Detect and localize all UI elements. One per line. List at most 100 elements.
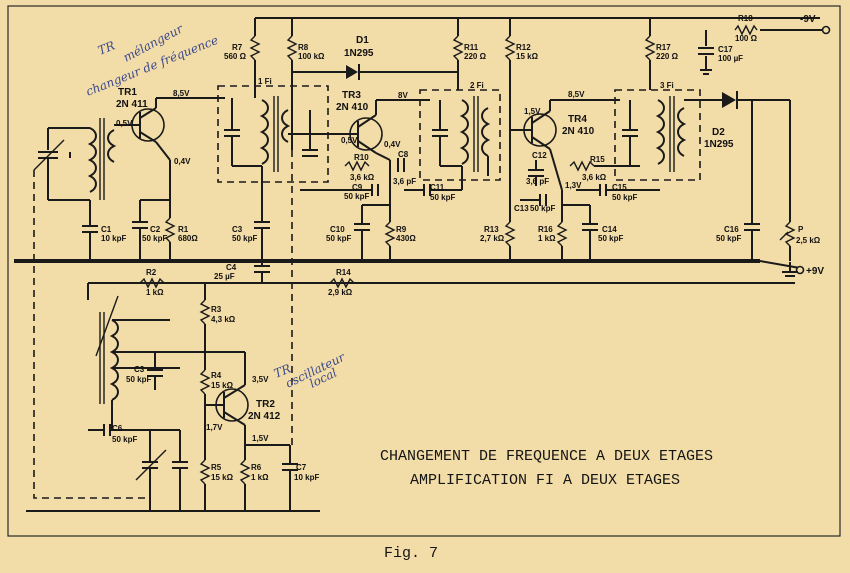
svg-text:3 Fi: 3 Fi [660,81,674,90]
svg-text:0,5V: 0,5V [116,119,133,128]
svg-text:220 Ω: 220 Ω [464,52,487,61]
svg-text:100 Ω: 100 Ω [735,34,758,43]
ground-symbols [700,66,798,277]
svg-text:R17: R17 [656,43,671,52]
svg-text:C8: C8 [398,150,409,159]
svg-text:25 µF: 25 µF [214,272,235,281]
svg-text:2N 410: 2N 410 [562,126,595,137]
svg-text:C12: C12 [532,151,547,160]
c9-capacitor: C9 50 kpF [300,183,379,201]
svg-text:TR1: TR1 [118,87,137,98]
c17-capacitor: C17 100 µF [698,30,743,66]
c5-capacitor: C3 50 kpF [126,352,163,390]
svg-text:100 kΩ: 100 kΩ [298,52,325,61]
svg-text:C10: C10 [330,225,345,234]
svg-text:1,5V: 1,5V [252,434,269,443]
r6-resistor: R6 1 kΩ [239,445,269,511]
svg-text:C4: C4 [226,263,237,272]
svg-text:R2: R2 [146,268,157,277]
svg-text:D2: D2 [712,127,725,138]
svg-text:1N295: 1N295 [344,48,374,59]
svg-text:0,5V: 0,5V [341,136,358,145]
svg-text:R12: R12 [516,43,531,52]
oscillator-coil [87,283,245,430]
transistor-tr3: TR3 2N 410 8V 0,5V 0,4V [336,90,430,222]
svg-text:R6: R6 [251,463,262,472]
svg-text:50 kpF: 50 kpF [716,234,741,243]
svg-text:50 kpF: 50 kpF [232,234,257,243]
svg-text:R9: R9 [396,225,407,234]
handwritten-annotation-oscillator: TR oscillateur local [272,349,348,390]
svg-text:430Ω: 430Ω [396,234,416,243]
c10-capacitor: C10 50 kpF [326,204,390,261]
c12-capacitor: C12 3,6 pF [526,151,549,186]
svg-text:50 kpF: 50 kpF [430,193,455,202]
svg-text:50 kpF: 50 kpF [612,193,637,202]
r1-resistor: R1 680Ω [164,217,198,261]
svg-text:50 kpF: 50 kpF [126,375,151,384]
svg-text:R18: R18 [738,14,753,23]
if-transformer-2: 2 Fi [419,81,501,190]
svg-text:C14: C14 [602,225,617,234]
r13-resistor: R13 2,7 kΩ [480,200,516,261]
diagram-frame [7,5,841,537]
svg-text:R14: R14 [336,268,351,277]
svg-text:15 kΩ: 15 kΩ [211,473,234,482]
transistor-tr2: TR2 2N 412 3,5V 1,7V 1,5V [205,352,290,446]
svg-text:R10: R10 [354,153,369,162]
svg-text:3,6 pF: 3,6 pF [526,177,549,186]
diode-d2: D2 1N295 [704,91,790,150]
r16-resistor: R16 1 kΩ [538,221,568,261]
svg-text:TR3: TR3 [342,90,361,101]
svg-text:C2: C2 [150,225,161,234]
handwritten-annotation-mixer: TR mélangeur changeur de fréquence [84,21,220,99]
r9-resistor: R9 430Ω [384,221,416,261]
svg-text:C6: C6 [112,424,123,433]
svg-text:10 kpF: 10 kpF [294,473,319,482]
if-transformer-3: 3 Fi [614,81,722,181]
svg-text:P: P [798,225,804,234]
svg-text:C11: C11 [430,183,445,192]
svg-text:C3: C3 [232,225,243,234]
r3-resistor: R3 4,3 kΩ [199,283,236,370]
c7-capacitor: C7 10 kpF [282,445,319,511]
diode-d1: D1 1N295 [292,35,458,80]
c13-capacitor: C13 50 kpF [514,194,555,213]
caption-line-2: AMPLIFICATION FI A DEUX ETAGES [410,472,680,489]
c8-capacitor: C8 3,6 pF [393,150,416,186]
svg-text:220 Ω: 220 Ω [656,52,679,61]
c4-capacitor: C4 25 µF [214,261,270,283]
svg-text:0,4V: 0,4V [174,157,191,166]
svg-text:2,9 kΩ: 2,9 kΩ [328,288,353,297]
svg-text:C3: C3 [134,365,145,374]
svg-text:50 kpF: 50 kpF [344,192,369,201]
svg-text:8,5V: 8,5V [173,89,190,98]
transistor-tr1: TR1 2N 411 8,5V 0,5V 0,4V [114,87,225,218]
svg-text:R4: R4 [211,371,222,380]
svg-text:8,5V: 8,5V [568,90,585,99]
svg-text:R1: R1 [178,225,189,234]
svg-text:0,4V: 0,4V [384,140,401,149]
svg-text:680Ω: 680Ω [178,234,198,243]
svg-text:1 kΩ: 1 kΩ [538,234,556,243]
svg-text:R11: R11 [464,43,479,52]
svg-text:R7: R7 [232,43,243,52]
r18-resistor: R18 100 Ω [734,14,758,43]
svg-text:50 kpF: 50 kpF [142,234,167,243]
svg-text:1,7V: 1,7V [206,423,223,432]
positive-supply-label: +9V [806,266,824,277]
figure-label: Fig. 7 [384,545,438,562]
svg-text:D1: D1 [356,35,369,46]
svg-text:3,6 pF: 3,6 pF [393,177,416,186]
svg-text:50 kpF: 50 kpF [112,435,137,444]
svg-text:3,6 kΩ: 3,6 kΩ [350,173,375,182]
c16-capacitor: C16 50 kpF [716,100,760,261]
svg-text:3,6 kΩ: 3,6 kΩ [582,173,607,182]
ganged-tuning-link [33,150,293,499]
svg-text:2N 412: 2N 412 [248,411,281,422]
svg-text:1 kΩ: 1 kΩ [251,473,269,482]
c15-capacitor: C15 50 kpF [576,183,660,202]
svg-text:R3: R3 [211,305,222,314]
r10-resistor: R10 3,6 kΩ [344,153,375,182]
